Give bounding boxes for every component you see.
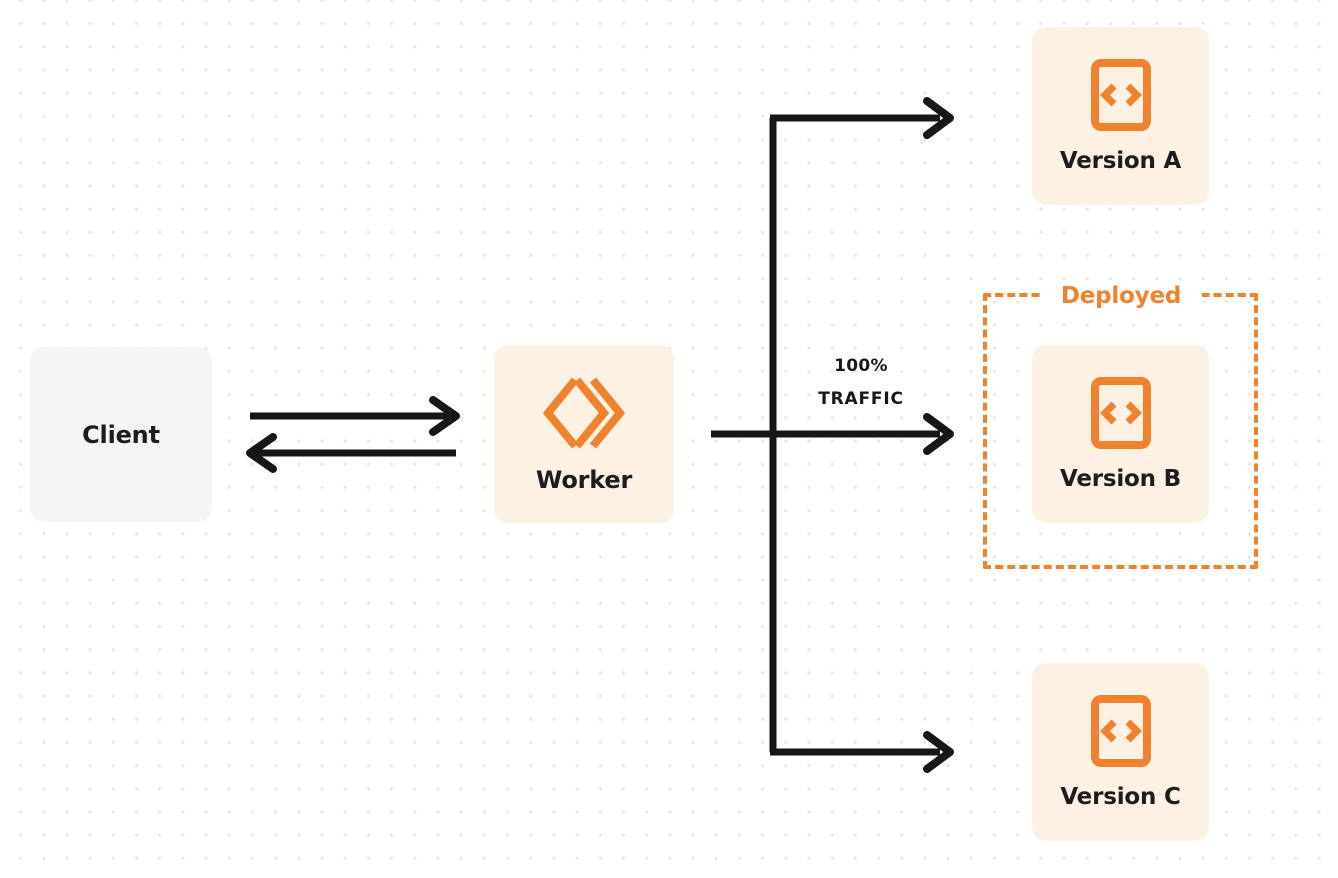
version-a-node[interactable]: Version A <box>1032 27 1209 205</box>
arrow-worker-to-client <box>246 433 456 473</box>
version-b-node[interactable]: Version B <box>1032 345 1209 523</box>
deployed-badge: Deployed <box>1040 283 1202 309</box>
client-label: Client <box>82 420 160 449</box>
version-a-label: Version A <box>1059 148 1182 174</box>
version-c-node[interactable]: Version C <box>1032 663 1209 841</box>
client-node[interactable]: Client <box>30 347 212 522</box>
arrow-worker-to-version-c <box>770 731 954 773</box>
code-file-icon <box>1090 694 1152 768</box>
code-file-icon <box>1090 376 1152 450</box>
worker-label: Worker <box>535 466 633 494</box>
traffic-percent: 100% <box>834 356 888 376</box>
code-file-icon <box>1090 58 1152 132</box>
arrow-worker-to-version-a <box>770 97 954 139</box>
worker-node[interactable]: Worker <box>494 345 674 523</box>
version-c-label: Version C <box>1060 784 1181 810</box>
arrow-worker-to-version-b <box>923 413 954 455</box>
version-b-label: Version B <box>1060 466 1181 492</box>
traffic-label: 100% TRAFFIC <box>775 350 947 416</box>
cloudflare-workers-logo-icon <box>541 374 627 452</box>
worker-routing-trunk <box>711 118 940 752</box>
traffic-word: TRAFFIC <box>818 389 904 409</box>
arrow-client-to-worker <box>250 396 460 436</box>
